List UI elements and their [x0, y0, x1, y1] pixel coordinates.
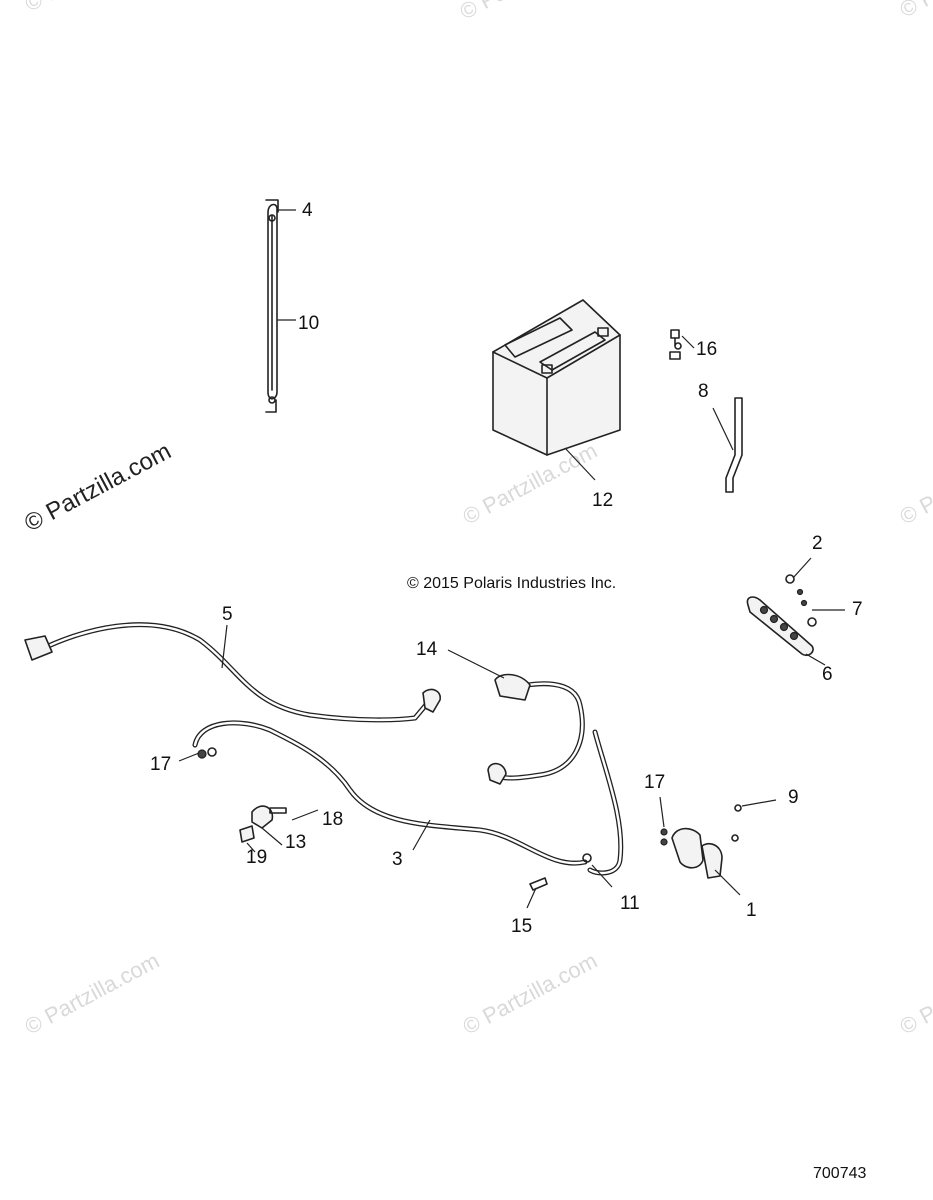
callout-3[interactable]: 3 — [392, 849, 403, 870]
callout-15[interactable]: 15 — [511, 916, 532, 937]
part-terminal-bolt — [669, 329, 682, 360]
callout-1[interactable]: 1 — [746, 900, 757, 921]
callout-12[interactable]: 12 — [592, 490, 613, 511]
part-battery — [492, 299, 621, 456]
callout-16[interactable]: 16 — [696, 339, 717, 360]
callout-9[interactable]: 9 — [788, 787, 799, 808]
callout-10[interactable]: 10 — [298, 313, 319, 334]
copyright-notice: © 2015 Polaris Industries Inc. — [407, 575, 616, 592]
part-strap — [265, 199, 279, 413]
part-cable-5 — [24, 622, 441, 723]
callout-17-left[interactable]: 17 — [150, 754, 171, 775]
callout-4[interactable]: 4 — [302, 200, 313, 221]
faint-watermarks: © Partzilla.com © Partzilla.com © Partzi… — [21, 0, 933, 1039]
watermark-faint: © Partzilla.com — [459, 948, 602, 1040]
callout-18[interactable]: 18 — [322, 809, 343, 830]
watermark-faint: © Partzilla.com — [456, 0, 599, 24]
callout-19[interactable]: 19 — [246, 847, 267, 868]
callout-11[interactable]: 11 — [620, 893, 640, 914]
leader-lines — [178, 209, 845, 909]
part-cable-3 — [192, 720, 592, 866]
part-terminal-block — [746, 574, 817, 657]
callout-7[interactable]: 7 — [852, 599, 863, 620]
callout-5[interactable]: 5 — [222, 604, 233, 625]
callout-13[interactable]: 13 — [285, 832, 306, 853]
watermark-faint: © Partzilla.com — [896, 948, 933, 1040]
watermark-faint: © Partzilla.com — [896, 438, 933, 530]
part-bracket — [725, 397, 743, 493]
part-push-pin — [529, 877, 548, 891]
watermark-main: © Partzilla.com — [20, 438, 175, 538]
watermark-faint: © Partzilla.com — [459, 438, 602, 530]
watermark-faint: © Partzilla.com — [21, 0, 164, 16]
callout-17-right[interactable]: 17 — [644, 772, 665, 793]
watermark-faint: © Partzilla.com — [21, 948, 164, 1040]
part-switch — [660, 804, 742, 879]
callout-labels: 4 10 16 8 12 2 7 6 5 14 17 17 9 18 13 19… — [150, 200, 863, 937]
diagram-id: 700743 — [813, 1165, 866, 1182]
watermark-faint: © Partzilla.com — [896, 0, 933, 22]
callout-6[interactable]: 6 — [822, 664, 833, 685]
callout-14[interactable]: 14 — [416, 639, 438, 660]
part-cable-14 — [487, 673, 624, 876]
part-left-fasteners — [197, 749, 287, 843]
callout-8[interactable]: 8 — [698, 381, 709, 402]
callout-2[interactable]: 2 — [812, 533, 823, 554]
